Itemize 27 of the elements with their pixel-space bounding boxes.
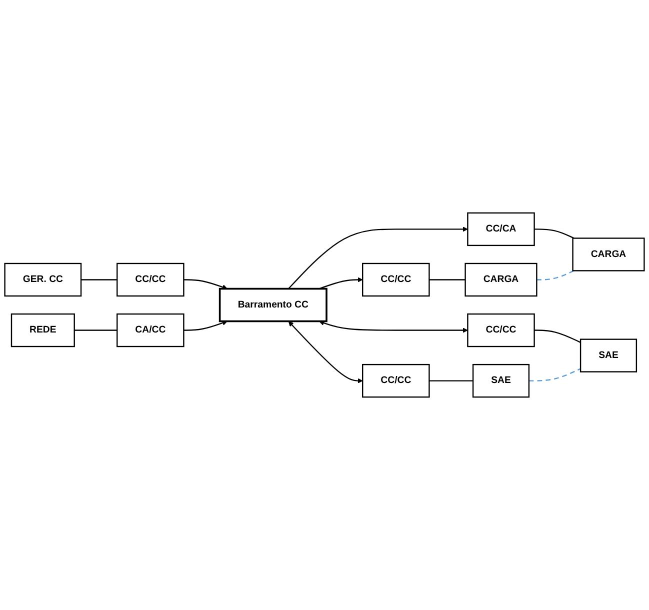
node-box: SAE xyxy=(580,338,638,372)
node-box: CARGA xyxy=(464,262,538,297)
connector xyxy=(429,279,466,280)
connector xyxy=(534,330,581,343)
node-box: GER. CC xyxy=(4,262,82,297)
arrow xyxy=(288,226,468,290)
node-box: CA/CC xyxy=(116,313,184,348)
node-box: CC/CC xyxy=(467,313,535,348)
arrow xyxy=(184,279,228,290)
node-box: CC/CC xyxy=(362,364,430,398)
connector xyxy=(429,380,474,382)
arrow xyxy=(318,277,363,290)
connector xyxy=(81,279,118,280)
arrow xyxy=(288,321,363,384)
node-box: CC/CC xyxy=(116,262,184,297)
node-box: REDE xyxy=(10,313,75,348)
connector xyxy=(528,368,581,382)
connector xyxy=(536,270,574,280)
node-box: SAE xyxy=(472,364,530,398)
connector xyxy=(534,228,574,239)
node-box: CC/CC xyxy=(362,262,430,297)
node-box: CC/CA xyxy=(467,212,535,246)
connector xyxy=(74,330,118,331)
arrow xyxy=(184,320,228,331)
arrow xyxy=(319,320,468,333)
node-box: Barramento CC xyxy=(218,288,328,322)
node-box: CARGA xyxy=(572,238,645,272)
